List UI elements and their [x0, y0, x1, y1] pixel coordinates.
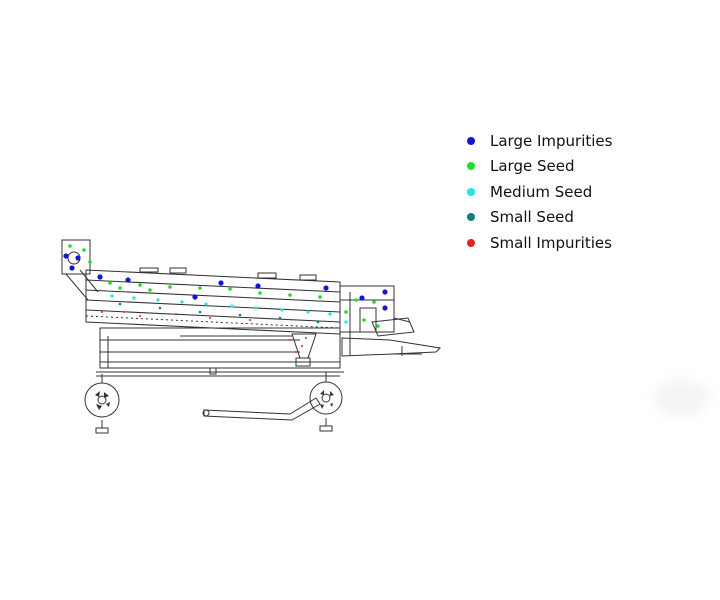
- feed-hopper: [61, 239, 91, 275]
- legend-item-small-impurities: Small Impurities: [463, 233, 703, 253]
- legend-item-large-seed: Large Seed: [463, 156, 703, 176]
- legend-item-medium-seed: Medium Seed: [463, 182, 703, 202]
- legend-label-small-impurities: Small Impurities: [490, 234, 612, 252]
- left-wheel: [84, 382, 120, 418]
- legend: Large Impurities Large Seed Medium Seed …: [463, 131, 703, 259]
- tow-bar: [203, 397, 321, 421]
- seed-particles: [63, 244, 388, 353]
- legend-item-large-impurities: Large Impurities: [463, 131, 703, 151]
- legend-dot-large-impurities: [467, 137, 475, 145]
- center-funnel: [291, 333, 317, 359]
- legend-label-medium-seed: Medium Seed: [490, 183, 593, 201]
- right-wheel: [309, 381, 343, 415]
- legend-label-small-seed: Small Seed: [490, 208, 574, 226]
- legend-dot-medium-seed: [467, 188, 475, 196]
- background-smudge: [654, 380, 710, 416]
- legend-dot-small-impurities: [467, 239, 475, 247]
- legend-dot-large-seed: [467, 162, 475, 170]
- discharge-chute: [341, 337, 442, 357]
- legend-item-small-seed: Small Seed: [463, 207, 703, 227]
- legend-dot-small-seed: [467, 213, 475, 221]
- legend-label-large-impurities: Large Impurities: [490, 132, 613, 150]
- legend-label-large-seed: Large Seed: [490, 157, 575, 175]
- machine-frame: [99, 327, 341, 369]
